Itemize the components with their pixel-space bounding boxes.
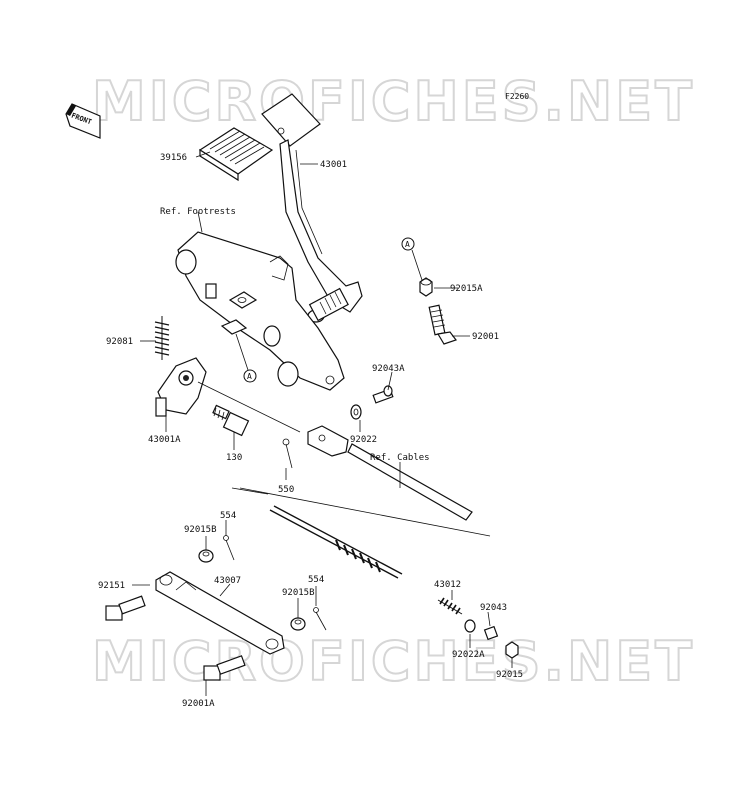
callout-43001: 43001 bbox=[320, 160, 347, 170]
cotter-pin-550 bbox=[282, 438, 293, 469]
pedal-pad-39156 bbox=[198, 127, 274, 182]
nut-92015b-left bbox=[198, 549, 214, 563]
callout-92015b-left: 92015B bbox=[184, 525, 217, 535]
callout-92015b-right: 92015B bbox=[282, 588, 315, 598]
callout-130: 130 bbox=[226, 453, 242, 463]
bolt-92001 bbox=[428, 304, 457, 345]
marker-a-top: A bbox=[401, 237, 415, 251]
nut-92015 bbox=[505, 641, 519, 659]
callout-43001a: 43001A bbox=[148, 435, 181, 445]
pin-92043a bbox=[372, 385, 394, 404]
callout-92001: 92001 bbox=[472, 332, 499, 342]
brake-rod bbox=[269, 443, 473, 579]
marker-a-mid: A bbox=[243, 369, 257, 383]
callout-92043a: 92043A bbox=[372, 364, 405, 374]
callout-92081: 92081 bbox=[106, 337, 133, 347]
link-43007 bbox=[155, 571, 285, 655]
watermark-top: MICROFICHES.NET bbox=[92, 70, 695, 133]
pin-92043 bbox=[483, 625, 499, 641]
marker-a-mid-label: A bbox=[247, 372, 252, 381]
callout-550: 550 bbox=[278, 485, 294, 495]
spring-43012 bbox=[437, 597, 463, 615]
watermark-bottom: MICROFICHES.NET bbox=[92, 630, 695, 693]
cotter-pin-554-left bbox=[223, 535, 235, 561]
cotter-pin-554-right bbox=[313, 607, 327, 631]
washer-92022a bbox=[464, 619, 476, 633]
footrest-bracket bbox=[175, 231, 345, 391]
callout-92015a: 92015A bbox=[450, 284, 483, 294]
callout-92001a: 92001A bbox=[182, 699, 215, 709]
return-spring-92081 bbox=[154, 316, 170, 360]
callout-92022a: 92022A bbox=[452, 650, 485, 660]
bolt-92001a bbox=[203, 655, 246, 681]
leader-lines bbox=[132, 151, 513, 696]
callout-554-left: 554 bbox=[220, 511, 236, 521]
clevis-joint bbox=[307, 425, 349, 457]
front-arrow-icon: FRONT bbox=[65, 103, 101, 139]
nut-92015a bbox=[419, 277, 433, 297]
callout-43012: 43012 bbox=[434, 580, 461, 590]
washer-92022 bbox=[350, 404, 362, 420]
callout-92022: 92022 bbox=[350, 435, 377, 445]
figure-code: F2260 bbox=[505, 92, 529, 101]
callout-43007: 43007 bbox=[214, 576, 241, 586]
callout-ref-cables: Ref. Cables bbox=[370, 453, 430, 463]
callout-39156: 39156 bbox=[160, 153, 187, 163]
brake-pedal-43001 bbox=[261, 93, 363, 323]
marker-a-top-label: A bbox=[405, 240, 410, 249]
bolt-92151 bbox=[105, 595, 146, 621]
lever-43001a bbox=[155, 357, 207, 417]
callout-ref-footrests: Ref. Footrests bbox=[160, 207, 236, 217]
callout-92151: 92151 bbox=[98, 581, 125, 591]
bolt-130 bbox=[212, 404, 250, 437]
nut-92015b-right bbox=[290, 617, 306, 631]
callout-554-right: 554 bbox=[308, 575, 324, 585]
callout-92043: 92043 bbox=[480, 603, 507, 613]
callout-92015: 92015 bbox=[496, 670, 523, 680]
